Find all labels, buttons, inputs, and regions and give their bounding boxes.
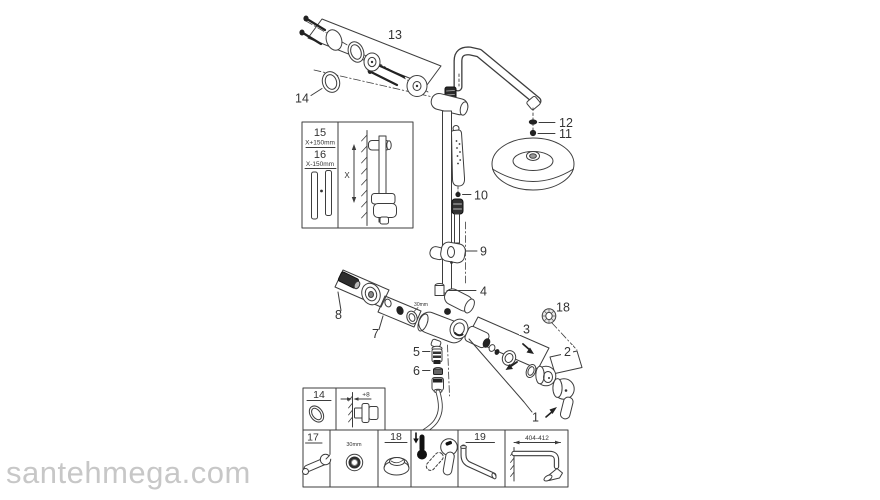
callout-1-label: 1: [532, 411, 539, 425]
callout-12-label: 12: [559, 116, 573, 130]
inset-item-15-dim: X+150mm: [305, 140, 335, 147]
hand-shower: [450, 125, 466, 187]
table-nut-size: 30mm: [346, 442, 362, 448]
callout-14-label: 14: [295, 92, 309, 106]
inset-item-15-number: 15: [314, 127, 326, 139]
wall-union-assembly: [299, 15, 442, 97]
inset-axis-label: X: [344, 171, 350, 180]
shower-arm: [453, 46, 542, 111]
part-12-washer: [528, 119, 538, 125]
head-shower: [491, 107, 575, 191]
table-arm-length-dim: 404-412: [525, 435, 549, 442]
callout-13-label: 13: [388, 28, 402, 42]
valve-nut-size-label: 30mm: [414, 302, 428, 308]
callout-3-label: 3: [523, 323, 530, 337]
supply-connection-parts: [334, 269, 422, 330]
callout-7-label: 7: [372, 327, 379, 341]
callout-4-label: 4: [480, 285, 487, 299]
callout-2-label: 2: [564, 345, 571, 359]
table-seal-number: 18: [390, 431, 402, 443]
table-oring-number: 14: [313, 389, 325, 401]
trim-ring-part: [310, 71, 341, 96]
callout-9-label: 9: [480, 245, 487, 259]
table-spout-number: 19: [474, 431, 486, 443]
cartridge-parts: [464, 316, 550, 370]
callout-10-label: 10: [474, 189, 488, 203]
inset-item-16-dim: X-150mm: [306, 161, 334, 168]
table-wall-offset-dim: +8: [362, 392, 370, 399]
callout-11-label: 11: [559, 127, 572, 141]
height-reference-inset: [301, 121, 414, 229]
callout-leaders: [422, 122, 556, 371]
handle-cap-parts: [525, 350, 583, 387]
table-wrench-number: 17: [307, 432, 319, 444]
watermark: santehmega.com: [6, 455, 251, 490]
part-1-lever-handle: [468, 338, 575, 420]
part-18-knurled-nut: [541, 308, 557, 324]
mixer-valve-body: [417, 283, 475, 349]
callout-8-label: 8: [335, 308, 342, 322]
inset-item-16-number: 16: [314, 149, 326, 161]
callout-6-label: 6: [413, 364, 420, 378]
callout-5-label: 5: [413, 345, 420, 359]
part-9-glide-bracket: [429, 241, 466, 264]
part-11-ball: [529, 129, 537, 137]
spare-parts-table: [302, 387, 569, 488]
part-10-check-valve: [451, 186, 464, 244]
callout-18-label: 18: [556, 301, 570, 315]
